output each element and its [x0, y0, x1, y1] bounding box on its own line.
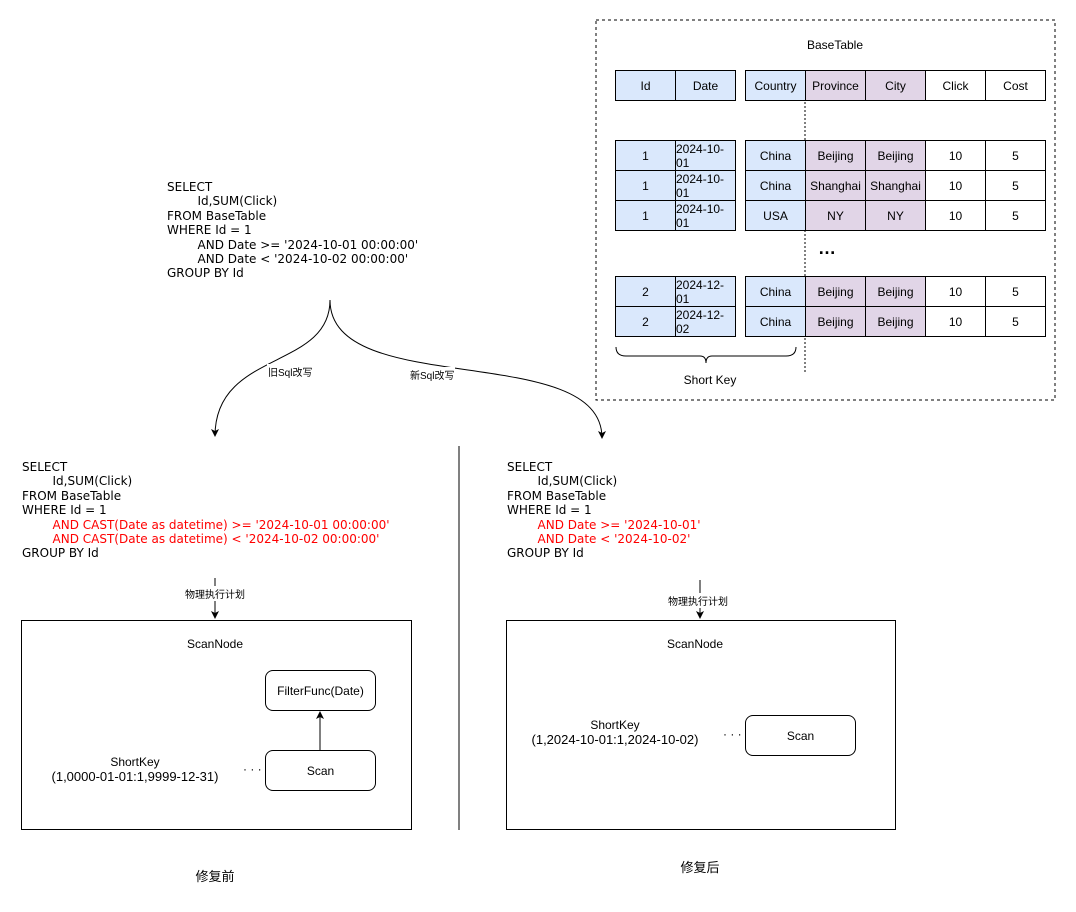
new-rewrite-label: 新Sql改写 [409, 367, 456, 382]
sql-line: FROM BaseTable [507, 488, 607, 503]
table-cell: 2024-12-02 [675, 306, 736, 337]
table-cell: 5 [985, 140, 1046, 171]
sql-line: WHERE Id = 1 [167, 223, 252, 238]
table-cell: 10 [925, 170, 986, 201]
table-cell: Beijing [805, 306, 866, 337]
table-cell: 2024-10-01 [675, 170, 736, 201]
right-physical-plan-label: 物理执行计划 [667, 593, 729, 608]
table-header-cell: Province [805, 70, 866, 101]
left-short-key-title: ShortKey [110, 755, 160, 769]
old-rewrite-label: 旧Sql改写 [267, 364, 314, 379]
table-cell: 5 [985, 276, 1046, 307]
left-short-key-range: (1,0000-01-01:1,9999-12-31) [51, 769, 219, 784]
sql-line: FROM BaseTable [22, 488, 122, 503]
table-cell: Beijing [865, 140, 926, 171]
table-header-cell: Click [925, 70, 986, 101]
table-cell: 10 [925, 276, 986, 307]
table-cell: Beijing [865, 276, 926, 307]
right-short-key-range: (1,2024-10-01:1,2024-10-02) [531, 732, 699, 747]
sql-line: GROUP BY Id [167, 266, 244, 281]
table-cell: 5 [985, 200, 1046, 231]
table-cell: USA [745, 200, 806, 231]
right-short-key-title: ShortKey [590, 718, 640, 732]
right-scan-node-title: ScanNode [666, 637, 724, 651]
new-rewrite-edge [329, 299, 606, 439]
table-header-cell: City [865, 70, 926, 101]
table-header-cell: Country [745, 70, 806, 101]
table-cell: China [745, 170, 806, 201]
short-key-label: Short Key [683, 373, 737, 387]
left-scan-node-title: ScanNode [186, 637, 244, 651]
sql-line-highlighted: AND Date >= '2024-10-01' [507, 517, 701, 532]
table-ellipsis: … [818, 238, 836, 258]
filter-func-box: FilterFunc(Date) [265, 670, 376, 711]
sql-line-highlighted: AND CAST(Date as datetime) < '2024-10-02… [22, 532, 380, 547]
sql-line: Id,SUM(Click) [167, 194, 278, 209]
table-cell: 5 [985, 306, 1046, 337]
table-cell: China [745, 276, 806, 307]
short-key-brace [615, 346, 797, 364]
table-cell: NY [805, 200, 866, 231]
left-caption: 修复前 [195, 869, 235, 884]
sql-line: WHERE Id = 1 [507, 503, 592, 518]
table-cell: 10 [925, 140, 986, 171]
sql-line: Id,SUM(Click) [22, 474, 133, 489]
sql-line: SELECT [22, 460, 68, 474]
table-cell: 5 [985, 170, 1046, 201]
left-scan-node [21, 620, 412, 830]
base-table-title: BaseTable [806, 38, 864, 52]
table-cell: NY [865, 200, 926, 231]
table-cell: Shanghai [865, 170, 926, 201]
table-cell: 2 [615, 306, 676, 337]
sql-line-highlighted: AND CAST(Date as datetime) >= '2024-10-0… [22, 517, 390, 532]
sql-line: WHERE Id = 1 [22, 503, 107, 518]
table-cell: 1 [615, 170, 676, 201]
table-cell: 10 [925, 200, 986, 231]
table-cell: Beijing [805, 140, 866, 171]
table-cell: 2 [615, 276, 676, 307]
table-cell: 2024-10-01 [675, 200, 736, 231]
table-cell: 1 [615, 200, 676, 231]
table-header-cell: Cost [985, 70, 1046, 101]
sql-line: SELECT [167, 180, 213, 194]
table-cell: 2024-12-01 [675, 276, 736, 307]
table-cell: Beijing [865, 306, 926, 337]
sql-line: GROUP BY Id [22, 546, 99, 561]
table-header-cell: Date [675, 70, 736, 101]
table-cell: China [745, 140, 806, 171]
sql-line: AND Date < '2024-10-02 00:00:00' [167, 252, 409, 267]
sql-line: FROM BaseTable [167, 208, 267, 223]
table-cell: 10 [925, 306, 986, 337]
right-scan-node [506, 620, 896, 830]
right-caption: 修复后 [680, 860, 720, 875]
table-cell: China [745, 306, 806, 337]
left-dots: · · · [243, 762, 262, 776]
left-physical-plan-label: 物理执行计划 [184, 586, 246, 601]
right-scan-box: Scan [745, 715, 856, 756]
sql-line: AND Date >= '2024-10-01 00:00:00' [167, 237, 419, 252]
sql-line: SELECT [507, 460, 553, 474]
table-cell: Shanghai [805, 170, 866, 201]
table-header-cell: Id [615, 70, 676, 101]
sql-line-highlighted: AND Date < '2024-10-02' [507, 532, 691, 547]
base-table-container [595, 19, 1056, 401]
table-cell: 2024-10-01 [675, 140, 736, 171]
old-rewrite-edge [211, 299, 331, 437]
sql-line: GROUP BY Id [507, 546, 584, 561]
left-scan-box: Scan [265, 750, 376, 791]
table-cell: 1 [615, 140, 676, 171]
right-dots: · · · [723, 727, 742, 741]
sql-line: Id,SUM(Click) [507, 474, 618, 489]
table-cell: Beijing [805, 276, 866, 307]
